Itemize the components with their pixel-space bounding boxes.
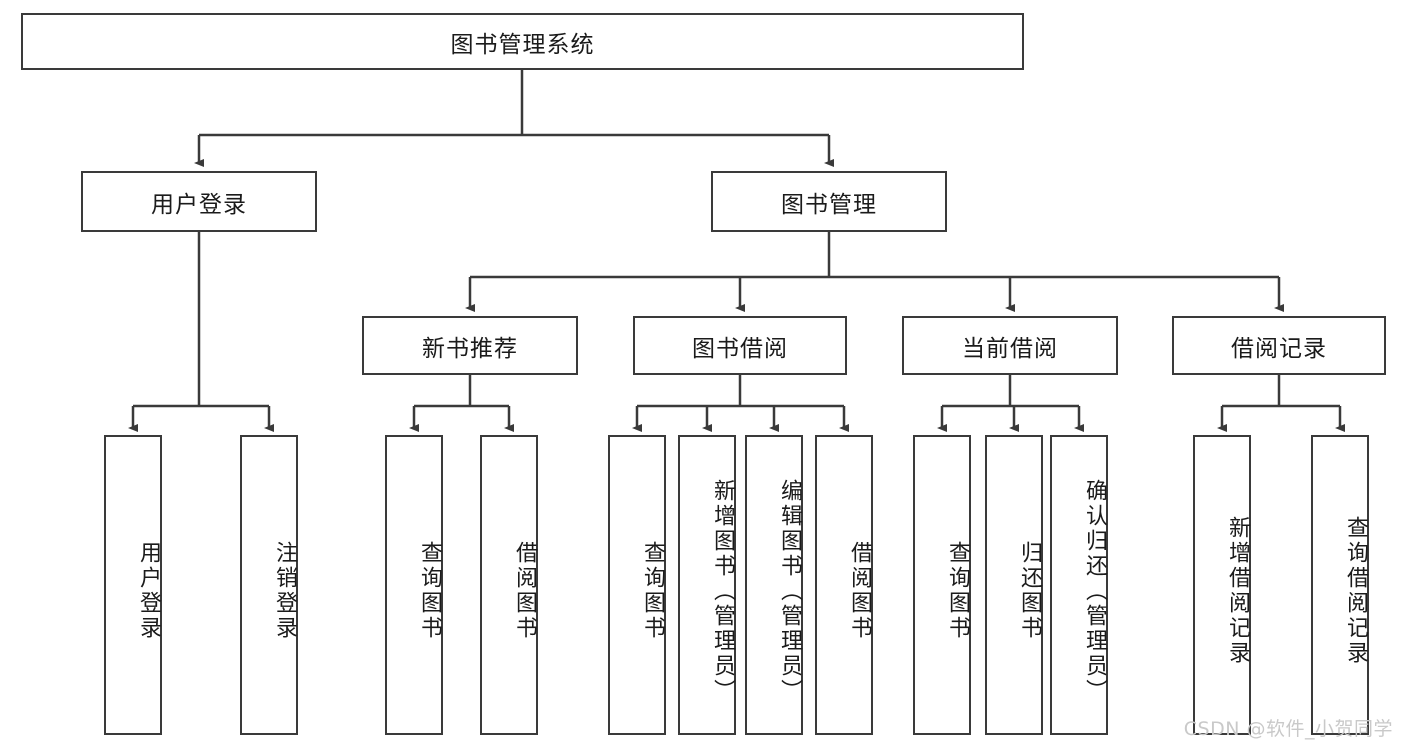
leaf-label: 归还图书 [1017, 541, 1042, 641]
leaf-label: 新增图书（管理员） [710, 478, 735, 704]
leaf-label: 借阅图书 [512, 541, 537, 641]
node-borrow-record-label: 借阅记录 [1231, 335, 1327, 362]
leaf-add-borrow-record[interactable]: 新增借阅记录 [1193, 435, 1251, 735]
node-book-management[interactable]: 图书管理 [711, 171, 947, 232]
leaf-query-book-recommend[interactable]: 查询图书 [385, 435, 443, 735]
node-current-borrow[interactable]: 当前借阅 [902, 316, 1118, 375]
node-borrow-record[interactable]: 借阅记录 [1172, 316, 1386, 375]
node-book-borrow[interactable]: 图书借阅 [633, 316, 847, 375]
leaf-add-book-admin[interactable]: 新增图书（管理员） [678, 435, 736, 735]
csdn-watermark: CSDN @软件_小贺同学 [1183, 718, 1393, 740]
leaf-label: 查询图书 [417, 541, 442, 641]
leaf-confirm-return-admin[interactable]: 确认归还（管理员） [1050, 435, 1108, 735]
leaf-label: 查询借阅记录 [1343, 516, 1368, 666]
node-root-label: 图书管理系统 [450, 31, 595, 58]
node-book-borrow-label: 图书借阅 [692, 335, 788, 362]
leaf-query-book-current[interactable]: 查询图书 [913, 435, 971, 735]
node-new-book-recommend-label: 新书推荐 [422, 335, 518, 362]
node-book-management-label: 图书管理 [781, 191, 877, 218]
leaf-query-book-borrow[interactable]: 查询图书 [608, 435, 666, 735]
node-user-login[interactable]: 用户登录 [81, 171, 317, 232]
leaf-label: 注销登录 [272, 541, 297, 641]
leaf-borrow-book-recommend[interactable]: 借阅图书 [480, 435, 538, 735]
node-root[interactable]: 图书管理系统 [21, 13, 1024, 70]
leaf-borrow-book[interactable]: 借阅图书 [815, 435, 873, 735]
node-user-login-label: 用户登录 [151, 191, 247, 218]
leaf-label: 用户登录 [136, 541, 161, 641]
leaf-edit-book-admin[interactable]: 编辑图书（管理员） [745, 435, 803, 735]
leaf-label: 新增借阅记录 [1225, 516, 1250, 666]
leaf-label: 编辑图书（管理员） [777, 478, 802, 704]
leaf-logout[interactable]: 注销登录 [240, 435, 298, 735]
leaf-label: 确认归还（管理员） [1082, 478, 1107, 704]
node-new-book-recommend[interactable]: 新书推荐 [362, 316, 578, 375]
leaf-label: 查询图书 [640, 541, 665, 641]
leaf-user-login[interactable]: 用户登录 [104, 435, 162, 735]
leaf-return-book[interactable]: 归还图书 [985, 435, 1043, 735]
leaf-label: 借阅图书 [847, 541, 872, 641]
leaf-label: 查询图书 [945, 541, 970, 641]
node-current-borrow-label: 当前借阅 [962, 335, 1058, 362]
leaf-query-borrow-record[interactable]: 查询借阅记录 [1311, 435, 1369, 735]
